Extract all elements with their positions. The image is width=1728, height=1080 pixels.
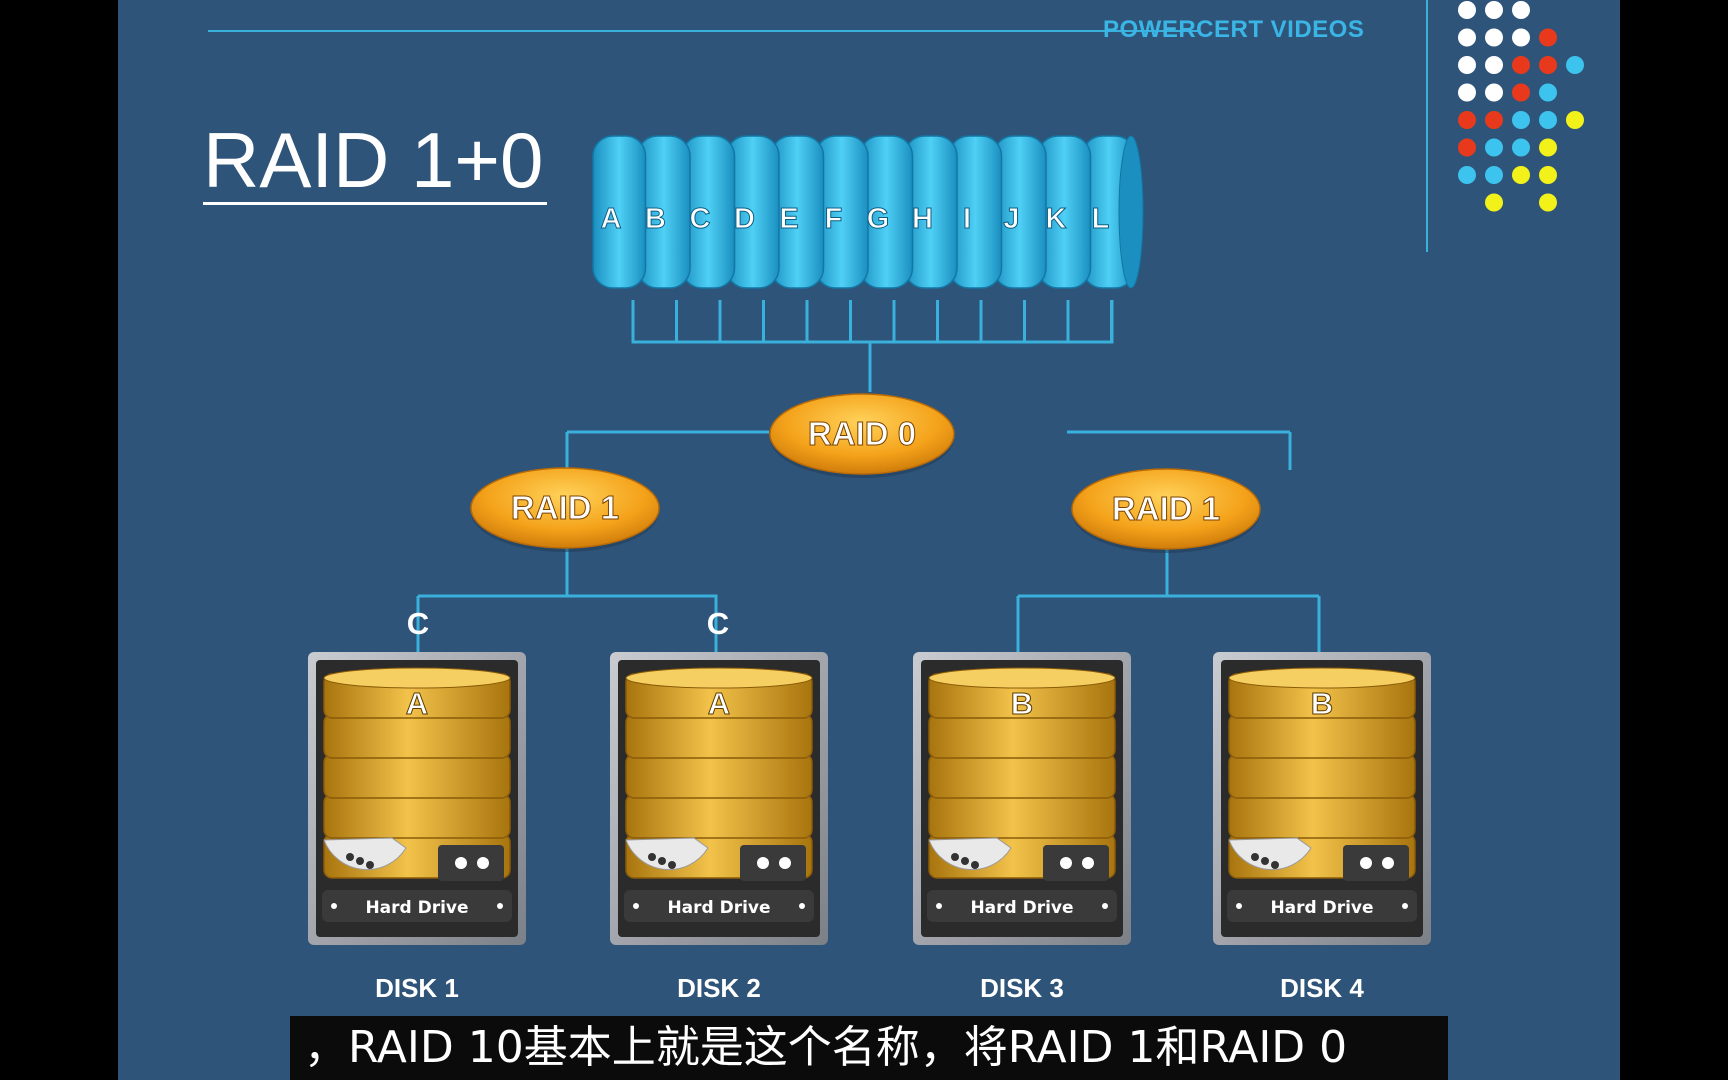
data-block-label: L [1092, 203, 1110, 235]
header-rule [208, 30, 1200, 32]
disk-name-label: DISK 1 [375, 973, 459, 1003]
hard-drive-icon: A Hard Drive [610, 652, 828, 945]
hard-drive-plate-label: Hard Drive [1270, 898, 1373, 918]
raid1-right-node-label: RAID 1 [1112, 490, 1220, 527]
raid1-right-node: RAID 1 [1071, 468, 1261, 553]
data-block-label: E [779, 203, 798, 235]
slide-title: RAID 1+0 [203, 118, 548, 205]
raid0-node-label: RAID 0 [808, 415, 916, 452]
data-block-label: G [867, 203, 890, 235]
subtitle-caption: ，RAID 10基本上就是这个名称，将RAID 1和RAID 0 [290, 1016, 1448, 1080]
hard-drive-icon: B Hard Drive [1213, 652, 1431, 945]
cylinder-end-cap [1118, 135, 1144, 289]
data-block-slice [592, 135, 647, 289]
data-block-label: K [1046, 203, 1067, 235]
data-block-label: F [825, 203, 843, 235]
slide: POWERCERT VIDEOS RAID 1+0 [118, 0, 1620, 1080]
brand-logo-text: POWERCERT VIDEOS [1103, 16, 1365, 43]
data-block-label: D [734, 203, 755, 235]
mirror-block-label: C [407, 606, 429, 641]
connector-line [631, 314, 1114, 344]
hard-drive-icon: A Hard Drive [308, 652, 526, 945]
disk-name-label: DISK 3 [980, 973, 1064, 1003]
raid1-left-node-label: RAID 1 [511, 489, 619, 526]
disk-block-label: A [708, 686, 730, 721]
data-block-label: I [963, 203, 971, 235]
raid0-node: RAID 0 [769, 393, 955, 478]
hard-drive-plate-label: Hard Drive [365, 898, 468, 918]
hard-drive-plate-label: Hard Drive [970, 898, 1073, 918]
data-block-label: C [690, 203, 711, 235]
disk-block-label: B [1011, 686, 1033, 721]
data-block-label: J [1003, 203, 1019, 235]
disk-block-label: A [406, 686, 428, 721]
data-block-label: B [645, 203, 666, 235]
raid1-left-node: RAID 1 [470, 467, 660, 552]
disk-name-label: DISK 4 [1280, 973, 1364, 1003]
mirror-block-label: C [707, 606, 729, 641]
data-block-label: A [601, 203, 622, 235]
hard-drive-icon: B Hard Drive [913, 652, 1131, 945]
disk-block-label: B [1311, 686, 1333, 721]
connector-lines [416, 300, 1321, 652]
raid-level-nodes: RAID 0 RAID 1 RAID 1 C C [407, 393, 1261, 641]
data-block-label: H [912, 203, 933, 235]
hard-drive-plate-label: Hard Drive [667, 898, 770, 918]
header-divider [1426, 0, 1428, 252]
disk-name-label: DISK 2 [677, 973, 761, 1003]
